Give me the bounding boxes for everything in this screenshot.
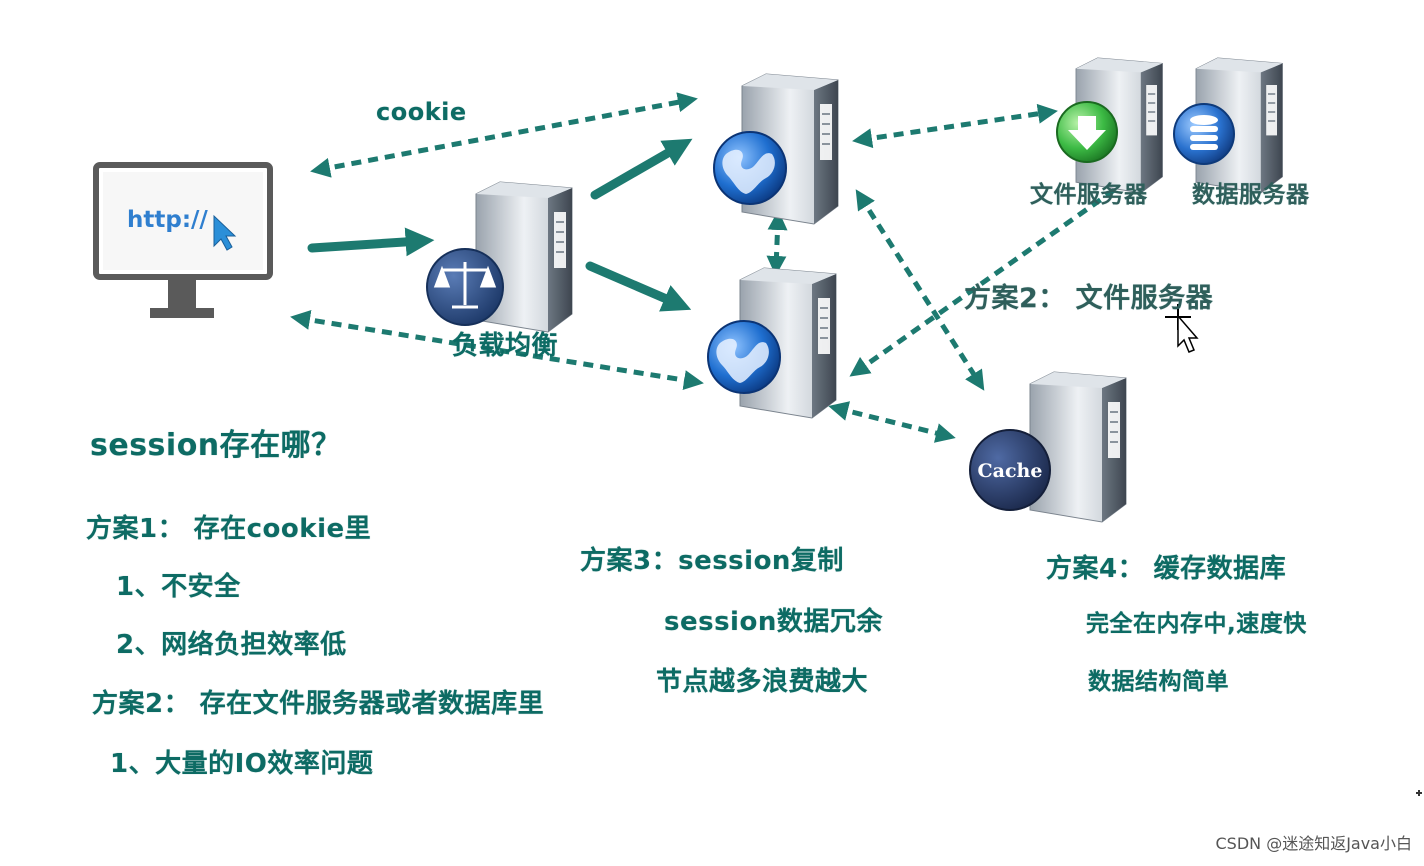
cache-server-icon: Cache bbox=[969, 371, 1127, 523]
arrow-server1-server2 bbox=[766, 210, 788, 276]
cache-label: Cache bbox=[978, 460, 1043, 482]
arrow-server2-dataserver bbox=[849, 183, 1122, 377]
plan3-item2: 节点越多浪费越大 bbox=[656, 667, 869, 697]
plan3-heading: 方案3：session复制 bbox=[580, 546, 844, 576]
download-icon bbox=[1068, 116, 1106, 150]
plan4-item2: 数据结构简单 bbox=[1088, 669, 1229, 695]
plan3-item1: session数据冗余 bbox=[664, 607, 883, 637]
plan1-heading: 方案1： 存在cookie里 bbox=[86, 514, 372, 544]
web-server-2-icon bbox=[707, 267, 837, 419]
plan1-item2: 2、网络负担效率低 bbox=[116, 630, 347, 660]
load-balancer-server-icon bbox=[426, 181, 573, 333]
arrow-server1-cache bbox=[855, 189, 985, 391]
arrow-server2-cache bbox=[828, 401, 956, 443]
corner-mark bbox=[1416, 790, 1422, 796]
cursor-icon bbox=[213, 214, 237, 251]
globe-icon bbox=[707, 320, 781, 394]
arrow-balancer-to-server2 bbox=[585, 261, 692, 312]
data-server-icon bbox=[1173, 57, 1284, 194]
file-server-icon bbox=[1056, 57, 1164, 194]
plan2-file-server-label: 方案2： 文件服务器 bbox=[964, 283, 1214, 314]
data-server-label: 数据服务器 bbox=[1192, 182, 1310, 208]
question-heading: session存在哪？ bbox=[90, 428, 342, 463]
globe-icon bbox=[713, 131, 787, 205]
arrow-balancer-to-server1 bbox=[590, 138, 693, 200]
load-balancer-label: 负载均衡 bbox=[452, 331, 559, 361]
arrow-browser-to-balancer bbox=[307, 227, 435, 257]
plan1-item1: 1、不安全 bbox=[116, 572, 241, 602]
move-cursor-icon bbox=[1165, 304, 1199, 353]
csdn-watermark: CSDN @迷途知返Java小白 bbox=[1215, 834, 1412, 853]
url-text: http:// bbox=[127, 207, 208, 233]
plan2-item1: 1、大量的IO效率问题 bbox=[110, 749, 374, 779]
browser-monitor-icon: http:// bbox=[93, 162, 273, 318]
cookie-label: cookie bbox=[376, 98, 467, 126]
plan4-heading: 方案4： 缓存数据库 bbox=[1046, 554, 1287, 584]
scale-icon bbox=[433, 262, 497, 309]
web-server-1-icon bbox=[713, 73, 839, 225]
file-server-label: 文件服务器 bbox=[1030, 182, 1148, 208]
arrow-cookie bbox=[310, 92, 698, 178]
plan4-item1: 完全在内存中,速度快 bbox=[1086, 611, 1307, 637]
arrow-server1-fileserver bbox=[852, 103, 1058, 149]
database-icon bbox=[1190, 115, 1218, 150]
plan2-heading: 方案2： 存在文件服务器或者数据库里 bbox=[92, 689, 545, 719]
dashed-arrows bbox=[290, 92, 1122, 443]
